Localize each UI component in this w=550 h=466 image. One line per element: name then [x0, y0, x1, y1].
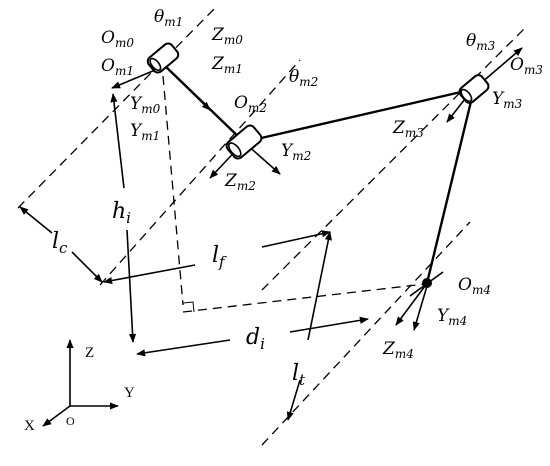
svg-text:θm3: θm3: [466, 31, 496, 53]
di-arrow-right: [289, 316, 369, 333]
svg-text:Zm2: Zm2: [224, 171, 256, 193]
zm1-label: Z: [211, 54, 225, 74]
diagram-labels: θm1 Om0 Om1 Zm0 Zm1 θm2 Om2 Ym0 Ym1 Ym2 …: [52, 7, 543, 389]
om2-label: O: [234, 93, 248, 113]
hi-label: h: [112, 199, 126, 224]
manipulator-links: [162, 63, 476, 284]
svg-text:lc: lc: [52, 229, 68, 257]
zm4-axis-arrow: [395, 285, 426, 326]
svg-text:lf: lf: [212, 243, 227, 271]
link-m3-m4: [425, 88, 476, 284]
om4-label: O: [458, 275, 472, 295]
svg-text:Ym3: Ym3: [492, 89, 523, 111]
dashed-horizontal-foot: [182, 283, 426, 313]
ym4-label: Y: [437, 306, 450, 326]
svg-text:Zm4: Zm4: [382, 339, 414, 361]
svg-text:Om2: Om2: [234, 93, 267, 115]
svg-text:Om0: Om0: [101, 28, 134, 50]
dimension-arrows: [19, 93, 369, 421]
svg-text:θm1: θm1: [154, 7, 183, 29]
world-axes: [42, 339, 119, 427]
lc-arrow-lower: [71, 251, 103, 283]
zm2-label: Z: [224, 171, 238, 191]
theta-m1-label: θ: [154, 7, 164, 27]
right-angle-marker: [182, 301, 195, 313]
zm3-label: Z: [392, 118, 406, 138]
joint-m3: [458, 74, 490, 104]
ym4-axis-arrow: [412, 285, 428, 331]
svg-text:Om1: Om1: [101, 56, 134, 78]
world-x-label: X: [24, 418, 35, 434]
om3-label: O: [510, 55, 524, 75]
svg-text:di: di: [246, 325, 265, 353]
svg-text:Ym0: Ym0: [130, 94, 161, 116]
svg-text:Zm3: Zm3: [392, 118, 424, 140]
world-axis-labels: Z Y X O: [24, 345, 135, 434]
world-origin-label: O: [66, 414, 75, 428]
dashed-m1-axis: [17, 7, 216, 209]
svg-text:lt: lt: [292, 361, 306, 389]
world-x-axis: [42, 405, 71, 427]
theta-m3-label: θ: [466, 31, 476, 51]
dashed-vertical-drop: [162, 75, 184, 306]
svg-text:θm2: θm2: [289, 67, 318, 89]
lc-arrow-upper: [19, 206, 53, 234]
world-z-label: Z: [85, 345, 94, 361]
ym0-axis-arrow: [111, 67, 161, 89]
hi-arrow-up: [110, 93, 125, 189]
lt-arrow-up: [307, 231, 332, 341]
zm0-axis-arrow: [164, 65, 211, 111]
joint-m1: [146, 42, 180, 74]
dashed-m4-axis: [261, 221, 471, 446]
world-y-label: Y: [124, 385, 135, 401]
lt-arrow-down: [286, 379, 301, 421]
svg-text:Ym2: Ym2: [281, 141, 311, 163]
di-label: d: [246, 325, 260, 350]
hi-arrow-down: [126, 229, 137, 343]
lt-label: l: [292, 361, 299, 386]
svg-text:hi: hi: [112, 199, 131, 227]
svg-text:Zm1: Zm1: [211, 54, 243, 76]
lc-label: l: [52, 229, 59, 254]
di-arrow-left: [136, 339, 231, 357]
dashed-construction-lines: [17, 7, 526, 446]
ym3-label: Y: [492, 89, 505, 109]
link-m2-m3: [243, 87, 475, 144]
svg-text:Ym1: Ym1: [130, 121, 160, 143]
ym1-label: Y: [130, 121, 143, 141]
ym2-label: Y: [281, 141, 294, 161]
lf-arrow-right: [261, 230, 331, 248]
ym0-label: Y: [130, 94, 143, 114]
dashed-m3-axis: [261, 27, 526, 291]
svg-text:Om4: Om4: [458, 275, 491, 297]
lf-arrow-left: [103, 264, 196, 285]
lf-label: l: [212, 243, 219, 268]
svg-text:Om3: Om3: [510, 55, 543, 77]
svg-text:Ym4: Ym4: [437, 306, 467, 328]
joint-m2: [225, 124, 263, 160]
om1-label: O: [101, 56, 115, 76]
zm4-label: Z: [382, 339, 396, 359]
joint-m4: [422, 278, 432, 288]
zm0-label: Z: [211, 25, 225, 45]
om0-label: O: [101, 28, 115, 48]
theta-m2-label: θ: [289, 67, 299, 87]
dashed-lc-offset-line: [99, 59, 301, 286]
svg-text:Zm0: Zm0: [211, 25, 243, 47]
